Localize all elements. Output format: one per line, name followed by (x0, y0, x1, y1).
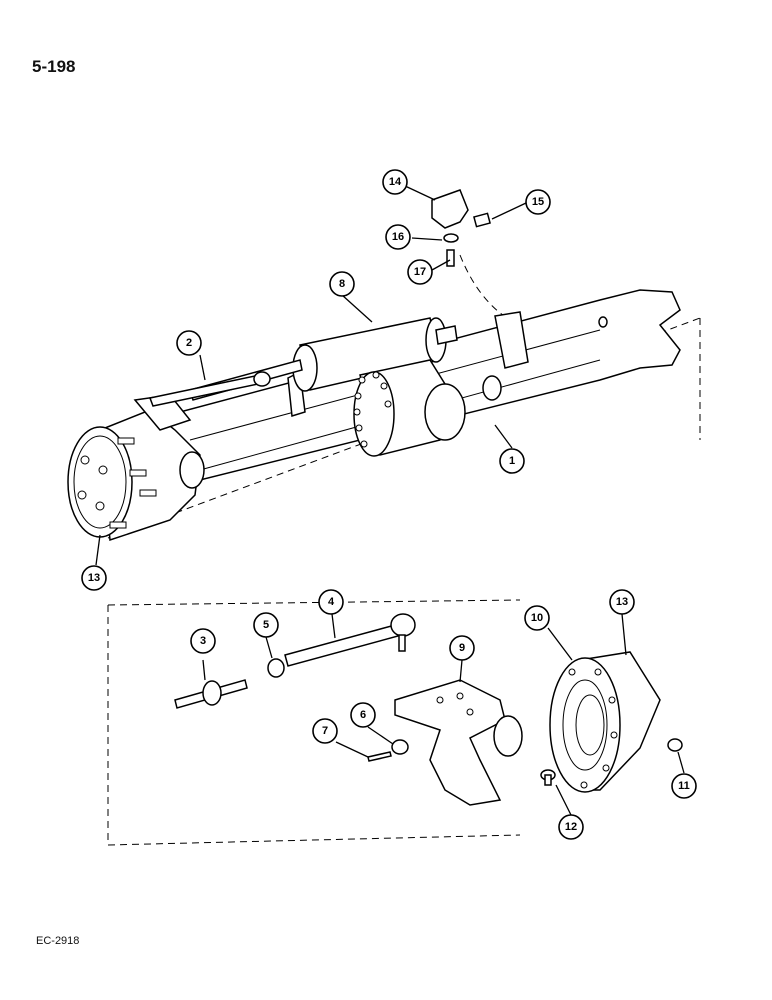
callout-5: 5 (253, 612, 279, 638)
tie-rod (148, 371, 271, 407)
svg-text:13: 13 (88, 572, 100, 584)
svg-text:6: 6 (360, 709, 366, 721)
svg-text:11: 11 (678, 780, 690, 792)
nut-and-pin (367, 739, 409, 762)
svg-text:17: 17 (414, 266, 426, 278)
callout-4: 4 (318, 589, 344, 615)
hub-fasteners (540, 738, 683, 786)
callout-9: 9 (449, 635, 475, 661)
callout-14: 14 (382, 169, 408, 195)
callout-17: 17 (407, 259, 433, 285)
callout-10: 10 (524, 605, 550, 631)
tie-rod-long (284, 613, 416, 667)
callout-13-right: 13 (609, 589, 635, 615)
svg-text:1: 1 (509, 455, 515, 467)
callout-13-left: 13 (81, 565, 107, 591)
svg-text:14: 14 (389, 176, 402, 188)
svg-text:9: 9 (459, 642, 465, 654)
rod-clamp (267, 658, 285, 678)
callout-12: 12 (558, 814, 584, 840)
svg-text:8: 8 (339, 278, 345, 290)
callout-2: 2 (176, 330, 202, 356)
steering-knuckle (394, 679, 523, 806)
callout-1: 1 (499, 448, 525, 474)
callout-6: 6 (350, 702, 376, 728)
leader-lines (95, 184, 685, 816)
swivel-housing (353, 359, 466, 457)
tie-rod-end (174, 679, 248, 709)
figure-code: EC-2918 (36, 935, 80, 947)
svg-text:3: 3 (200, 635, 206, 647)
svg-text:13: 13 (616, 596, 628, 608)
svg-text:7: 7 (322, 725, 328, 737)
svg-text:4: 4 (328, 596, 335, 608)
callout-16: 16 (385, 224, 411, 250)
callout-3: 3 (190, 628, 216, 654)
svg-text:12: 12 (565, 821, 577, 833)
svg-text:15: 15 (532, 196, 544, 208)
callout-15: 15 (525, 189, 551, 215)
page-number: 5-198 (32, 57, 76, 76)
clamp-parts (431, 189, 491, 267)
svg-text:2: 2 (186, 337, 192, 349)
svg-text:16: 16 (392, 231, 404, 243)
wheel-hub-assembled (67, 394, 205, 542)
wheel-hub-exploded (549, 651, 661, 793)
callout-8: 8 (329, 271, 355, 297)
svg-text:5: 5 (263, 619, 269, 631)
callout-11: 11 (671, 773, 697, 799)
svg-text:10: 10 (531, 612, 543, 624)
callout-7: 7 (312, 718, 338, 744)
